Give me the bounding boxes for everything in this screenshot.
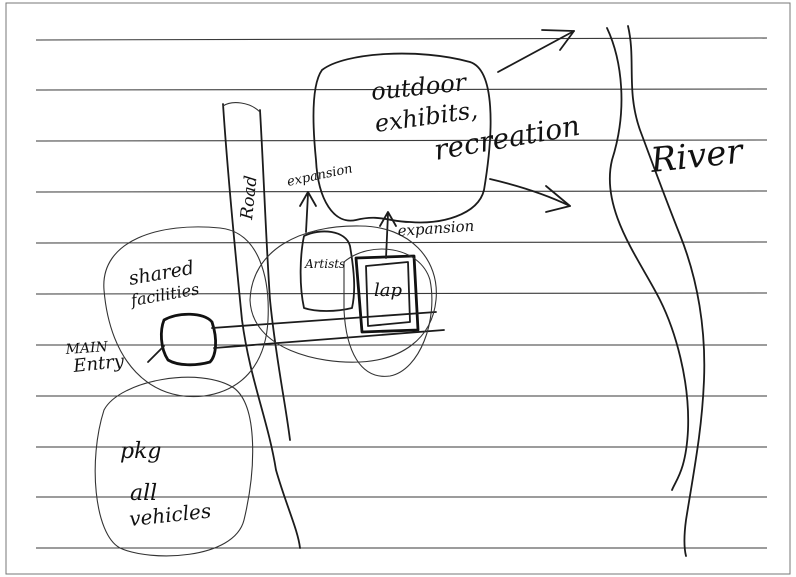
label-expansion-right: expansion: [397, 217, 475, 240]
label-entry: Entry: [71, 351, 125, 377]
shared-facilities-zone: [104, 227, 268, 397]
arrow-east: [490, 179, 570, 206]
expansion-arrow-right: [386, 214, 388, 258]
label-road: Road: [237, 175, 262, 222]
entry-pointer: [148, 346, 164, 362]
river-bank-left: [607, 28, 688, 490]
label-lap: lap: [374, 280, 402, 301]
arrow-northeast: [498, 31, 574, 72]
label-artists: Artists: [304, 257, 345, 271]
arrow-east-head: [546, 186, 570, 212]
main-entry-building: [161, 314, 215, 365]
label-all: all: [130, 481, 157, 506]
label-pkg: pkg: [120, 439, 162, 464]
expansion-arrow-left: [306, 194, 308, 232]
parking-zone: [95, 377, 252, 556]
road-edge-top: [223, 103, 260, 112]
label-river: River: [648, 131, 746, 181]
river-bank-right: [628, 26, 704, 556]
corridor-top: [212, 312, 436, 328]
artists-studio: [301, 231, 355, 311]
